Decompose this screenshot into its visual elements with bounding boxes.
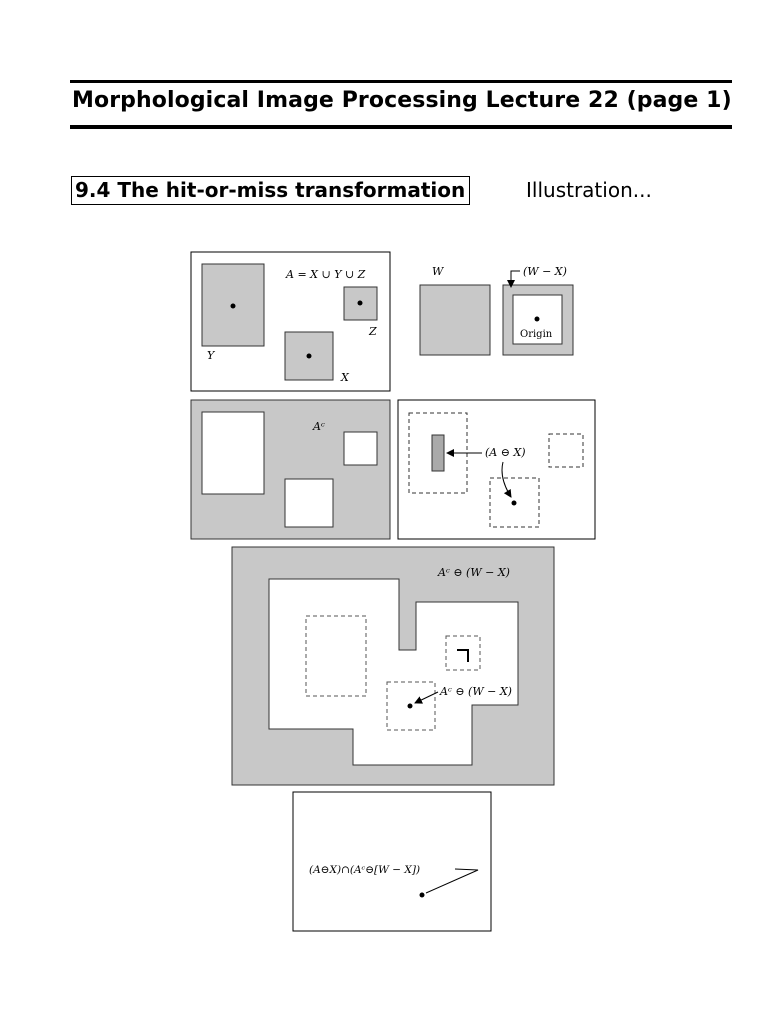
erosion-arrow-point: [501, 461, 512, 498]
dashed-x-outline-e: [386, 681, 436, 731]
bottom-rule: [70, 125, 732, 129]
panel-d-frame: [397, 399, 596, 540]
page-title: Morphological Image Processing Lecture 2…: [72, 88, 732, 113]
top-rule: [70, 80, 732, 83]
dashed-x-outline: [489, 477, 540, 528]
complement-hole-x: [284, 478, 334, 528]
erosion-result-bar: [431, 434, 445, 472]
panel-f-frame: [292, 791, 492, 932]
pointer-arrow-e: [414, 691, 439, 704]
panel-c: Aᶜ: [190, 399, 391, 540]
section-heading: 9.4 The hit-or-miss transformation: [71, 176, 471, 205]
label-x: X: [340, 371, 350, 384]
complement-hole-y: [201, 411, 265, 495]
final-pointer-line: [425, 868, 479, 894]
panel-e-title: Aᶜ ⊖ (W − X): [437, 566, 510, 579]
panel-e-pointer-label: Aᶜ ⊖ (W − X): [439, 685, 512, 698]
corner-mark: [457, 649, 469, 662]
label-w-minus-x: (W − X): [523, 265, 567, 278]
illustration-label: Illustration...: [526, 178, 652, 202]
panel-b: W (W − X) Origin: [419, 265, 574, 356]
set-z-origin: [357, 300, 363, 306]
erosion-result-point: [511, 500, 517, 506]
dashed-z-outline-e: [445, 635, 481, 671]
label-erosion: (A ⊖ X): [485, 446, 526, 459]
equation-a: A = X ∪ Y ∪ Z: [285, 268, 366, 281]
eroded-result-point: [407, 703, 413, 709]
w-minus-x-pointer: [507, 270, 520, 288]
label-origin: Origin: [520, 329, 553, 340]
label-y: Y: [207, 349, 216, 362]
label-ac: Aᶜ: [312, 420, 325, 433]
dashed-y-outline-e: [305, 615, 367, 697]
label-w: W: [432, 265, 445, 278]
complement-hole-z: [343, 431, 378, 466]
eroded-complement-region: [268, 578, 519, 766]
dashed-z-outline: [548, 433, 584, 468]
hit-or-miss-formula: (A⊖X)∩(Aᶜ⊖[W − X]): [309, 864, 420, 876]
panel-f: (A⊖X)∩(Aᶜ⊖[W − X]): [292, 791, 492, 932]
panel-a: A = X ∪ Y ∪ Z Y Z X: [190, 251, 391, 392]
panel-d: (A ⊖ X): [397, 399, 596, 540]
panel-e: Aᶜ ⊖ (W − X) Aᶜ ⊖ (W − X): [231, 546, 555, 786]
set-x-origin: [306, 353, 312, 359]
window-w: [419, 284, 491, 356]
origin-dot: [534, 316, 540, 322]
label-z: Z: [368, 325, 377, 338]
final-result-point: [419, 892, 425, 898]
set-y-origin: [230, 303, 236, 309]
